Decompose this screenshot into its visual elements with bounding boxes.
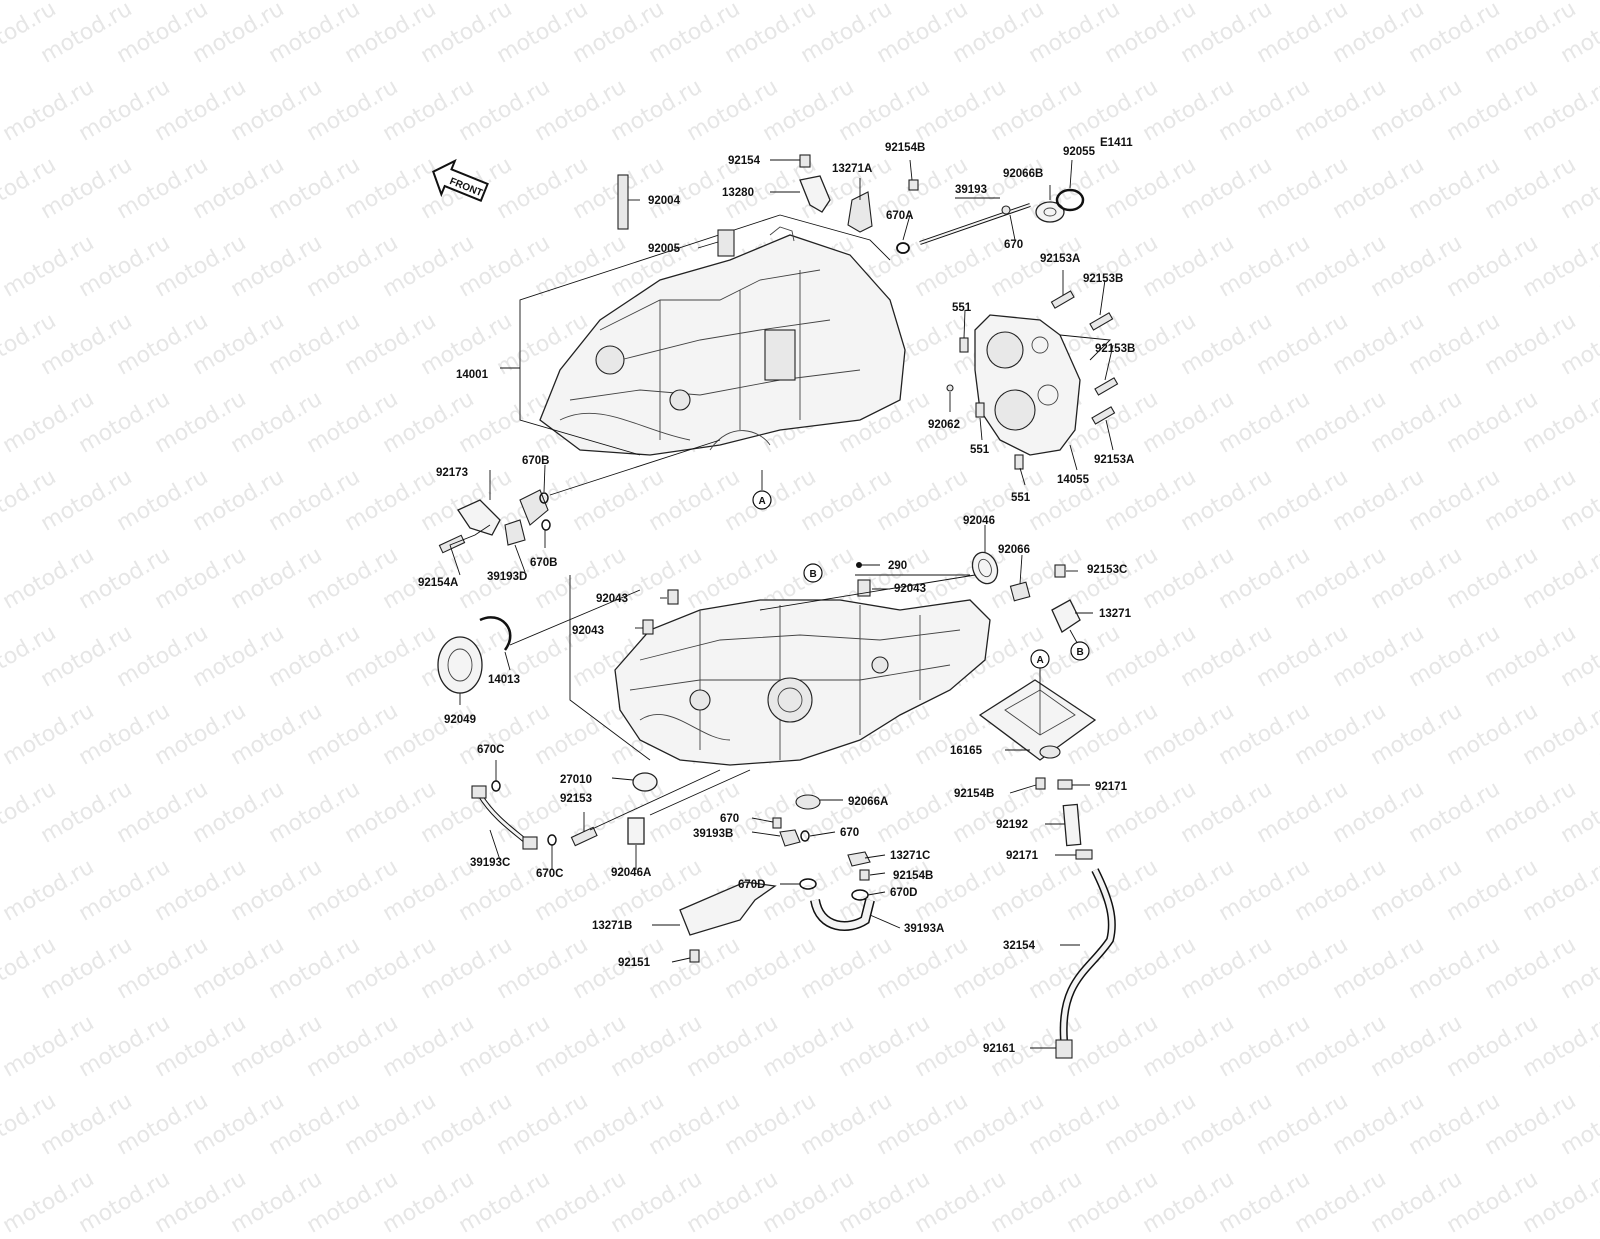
leader-lines — [449, 159, 1114, 1049]
label-92049: 92049 — [444, 714, 476, 726]
label-39193: 39193 — [955, 184, 987, 196]
label-14013: 14013 — [488, 674, 520, 686]
label-670C: 670C — [477, 744, 505, 756]
crankcase-exploded-diagram: E1411 FRONT — [418, 137, 1135, 1059]
callout-b-right: B — [1070, 641, 1090, 661]
label-92153C: 92153C — [1087, 564, 1127, 576]
label-16165: 16165 — [950, 745, 983, 757]
label-92154B: 92154B — [885, 142, 925, 154]
gear-cover-part — [974, 314, 1081, 456]
svg-text:B: B — [810, 569, 817, 580]
label-92046A: 92046A — [611, 867, 651, 879]
svg-text:A: A — [759, 496, 766, 507]
oil-pan-part — [978, 679, 1097, 761]
label-551-3: 551 — [1011, 492, 1031, 504]
label-92043: 92043 — [894, 583, 926, 595]
svg-text:A: A — [1037, 655, 1044, 666]
callout-a-upper: A — [752, 490, 772, 510]
label-14055: 14055 — [1057, 474, 1090, 486]
label-670: 670 — [1004, 239, 1023, 251]
label-13280: 13280 — [722, 187, 754, 199]
label-670-3: 670 — [840, 827, 859, 839]
label-92153B-2: 92153B — [1095, 343, 1135, 355]
label-92154: 92154 — [728, 155, 761, 167]
label-670D: 670D — [738, 879, 766, 891]
label-92005: 92005 — [648, 243, 681, 255]
dowel-551-b — [975, 402, 985, 418]
label-92046: 92046 — [963, 515, 995, 527]
label-14001: 14001 — [456, 369, 489, 381]
dowel-551-a — [959, 337, 969, 353]
label-92004: 92004 — [648, 195, 681, 207]
label-551: 551 — [952, 302, 972, 314]
label-92062: 92062 — [928, 419, 960, 431]
label-670A: 670A — [886, 210, 914, 222]
label-92171: 92171 — [1095, 781, 1128, 793]
label-92173: 92173 — [436, 467, 468, 479]
label-92192: 92192 — [996, 819, 1028, 831]
label-92171-2: 92171 — [1006, 850, 1039, 862]
label-92153: 92153 — [560, 793, 592, 805]
label-551-2: 551 — [970, 444, 990, 456]
label-13271A: 13271A — [832, 163, 872, 175]
label-92154A: 92154A — [418, 577, 458, 589]
label-670B: 670B — [522, 455, 550, 467]
label-670-2: 670 — [720, 813, 739, 825]
front-arrow-icon: FRONT — [432, 158, 489, 202]
diagram-code: E1411 — [1100, 137, 1133, 149]
label-92161: 92161 — [983, 1043, 1016, 1055]
label-92153A: 92153A — [1040, 253, 1080, 265]
label-13271B: 13271B — [592, 920, 632, 932]
label-39193C: 39193C — [470, 857, 510, 869]
label-92153B: 92153B — [1083, 273, 1123, 285]
dowel-551-c — [1014, 454, 1024, 470]
label-92043-2: 92043 — [596, 593, 628, 605]
label-290: 290 — [888, 560, 907, 572]
callout-a-oilpan: A — [1030, 649, 1050, 669]
upper-crankcase-part — [539, 226, 906, 456]
svg-text:B: B — [1077, 647, 1084, 658]
label-92154B-2: 92154B — [954, 788, 994, 800]
label-92154B-3: 92154B — [893, 870, 933, 882]
label-39193B: 39193B — [693, 828, 733, 840]
label-92153A-2: 92153A — [1094, 454, 1134, 466]
callout-b-lower: B — [803, 563, 823, 583]
label-670C-2: 670C — [536, 868, 564, 880]
lower-crankcase-part — [614, 599, 991, 766]
label-13271C: 13271C — [890, 850, 930, 862]
label-27010: 27010 — [560, 774, 592, 786]
label-670D-2: 670D — [890, 887, 918, 899]
label-39193A: 39193A — [904, 923, 944, 935]
label-92066B: 92066B — [1003, 168, 1043, 180]
label-92043-3: 92043 — [572, 625, 604, 637]
label-92066A: 92066A — [848, 796, 888, 808]
part-labels: 92154 13271A 92154B 13280 92004 92005 39… — [418, 142, 1135, 1055]
label-92151: 92151 — [618, 957, 651, 969]
label-32154: 32154 — [1003, 940, 1036, 952]
label-92055: 92055 — [1063, 146, 1096, 158]
label-670B-2: 670B — [530, 557, 558, 569]
label-92066: 92066 — [998, 544, 1030, 556]
label-13271: 13271 — [1099, 608, 1132, 620]
label-39193D: 39193D — [487, 571, 527, 583]
